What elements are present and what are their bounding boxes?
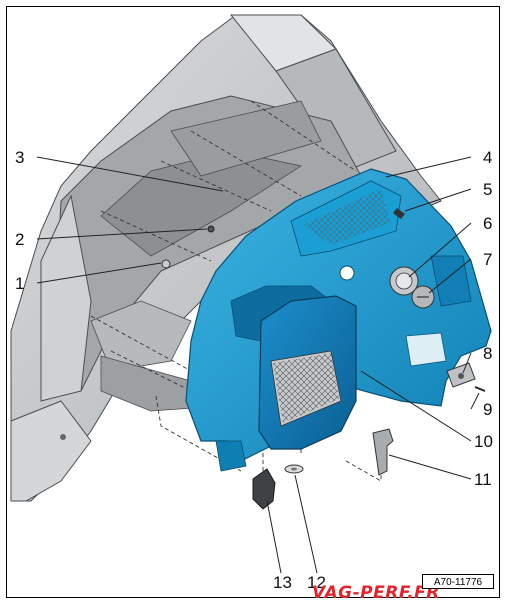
- callout-12: 12: [307, 573, 326, 592]
- callout-3: 3: [15, 148, 24, 167]
- small-parts: [252, 208, 486, 510]
- callout-8: 8: [483, 344, 492, 363]
- callout-4: 4: [483, 148, 492, 167]
- callout-5: 5: [483, 180, 492, 199]
- callout-11: 11: [474, 470, 492, 489]
- vehicle-body: [10, 14, 442, 502]
- leader-lines: [36, 156, 480, 574]
- exploded-view-illustration: 1 2 3 4 5 6 7 8 9 10 11 12 13: [10, 14, 493, 592]
- callout-10: 10: [474, 432, 493, 451]
- callout-9: 9: [483, 400, 492, 419]
- alignment-lines: [90, 100, 442, 482]
- diagram-frame: 1 2 3 4 5 6 7 8 9 10 11 12 13: [6, 6, 500, 598]
- reference-code: A70-11776: [422, 574, 494, 589]
- storage-pocket: [258, 295, 357, 450]
- callout-1: 1: [15, 274, 24, 293]
- callout-7: 7: [483, 250, 492, 269]
- callout-2: 2: [15, 230, 24, 249]
- callout-13: 13: [273, 573, 292, 592]
- watermark-logo: VAG-PERF.FR: [312, 583, 440, 603]
- callout-labels: 1 2 3 4 5 6 7 8 9 10 11 12 13: [15, 148, 493, 592]
- callout-6: 6: [483, 214, 492, 233]
